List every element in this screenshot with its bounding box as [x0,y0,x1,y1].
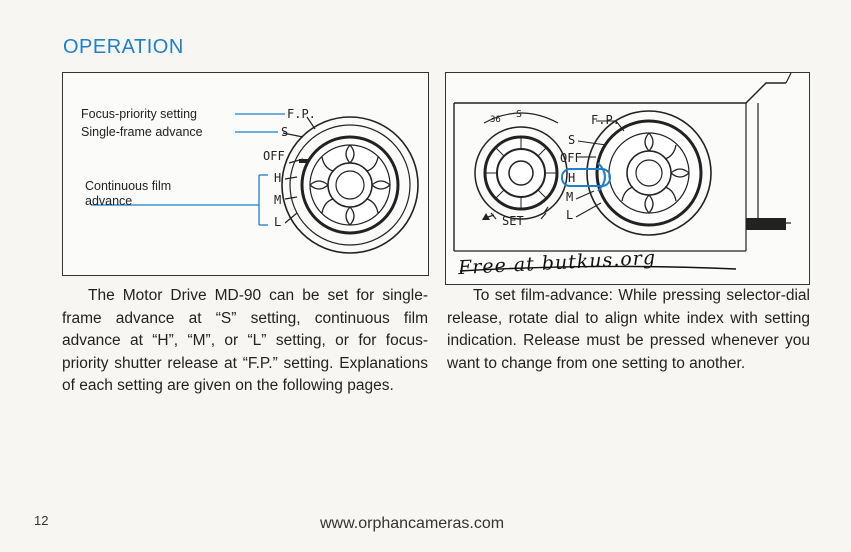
continuous-label: Continuous film [85,179,172,193]
continuous-label-2: advance [85,194,133,208]
mode-m-right: M [566,190,574,204]
body-paragraph-right: To set film-advance: While pressing sele… [447,287,810,372]
selector-dial-drawing [91,113,419,254]
mode-h-right: H [568,171,576,185]
page-heading: OPERATION [63,36,184,58]
mode-s-right: S [568,133,576,147]
set-label: SET [502,214,524,228]
camera-top-drawing [453,73,792,272]
camera-top-diagram-right: F.P. S OFF H M L SET S 36 [445,72,810,285]
page-number: 12 [34,513,49,528]
mode-s: S [281,125,289,139]
small-dial-number: 36 [490,115,501,125]
dial-diagram-left: Focus-priority setting Single-frame adva… [62,72,429,276]
mode-off: OFF [263,149,285,163]
mode-l: L [274,215,282,229]
body-paragraph-left: The Motor Drive MD-90 can be set for sin… [62,287,428,394]
footer-url[interactable]: www.orphancameras.com [320,515,505,532]
mode-m: M [274,193,282,207]
single-frame-label: Single-frame advance [81,125,203,139]
mode-off-right: OFF [560,151,582,165]
small-dial-mark: S [516,109,523,120]
mode-fp-right: F.P. [591,113,620,127]
mode-l-right: L [566,208,574,222]
mode-h: H [274,171,282,185]
mode-fp: F.P. [287,107,316,121]
focus-priority-label: Focus-priority setting [81,107,198,121]
